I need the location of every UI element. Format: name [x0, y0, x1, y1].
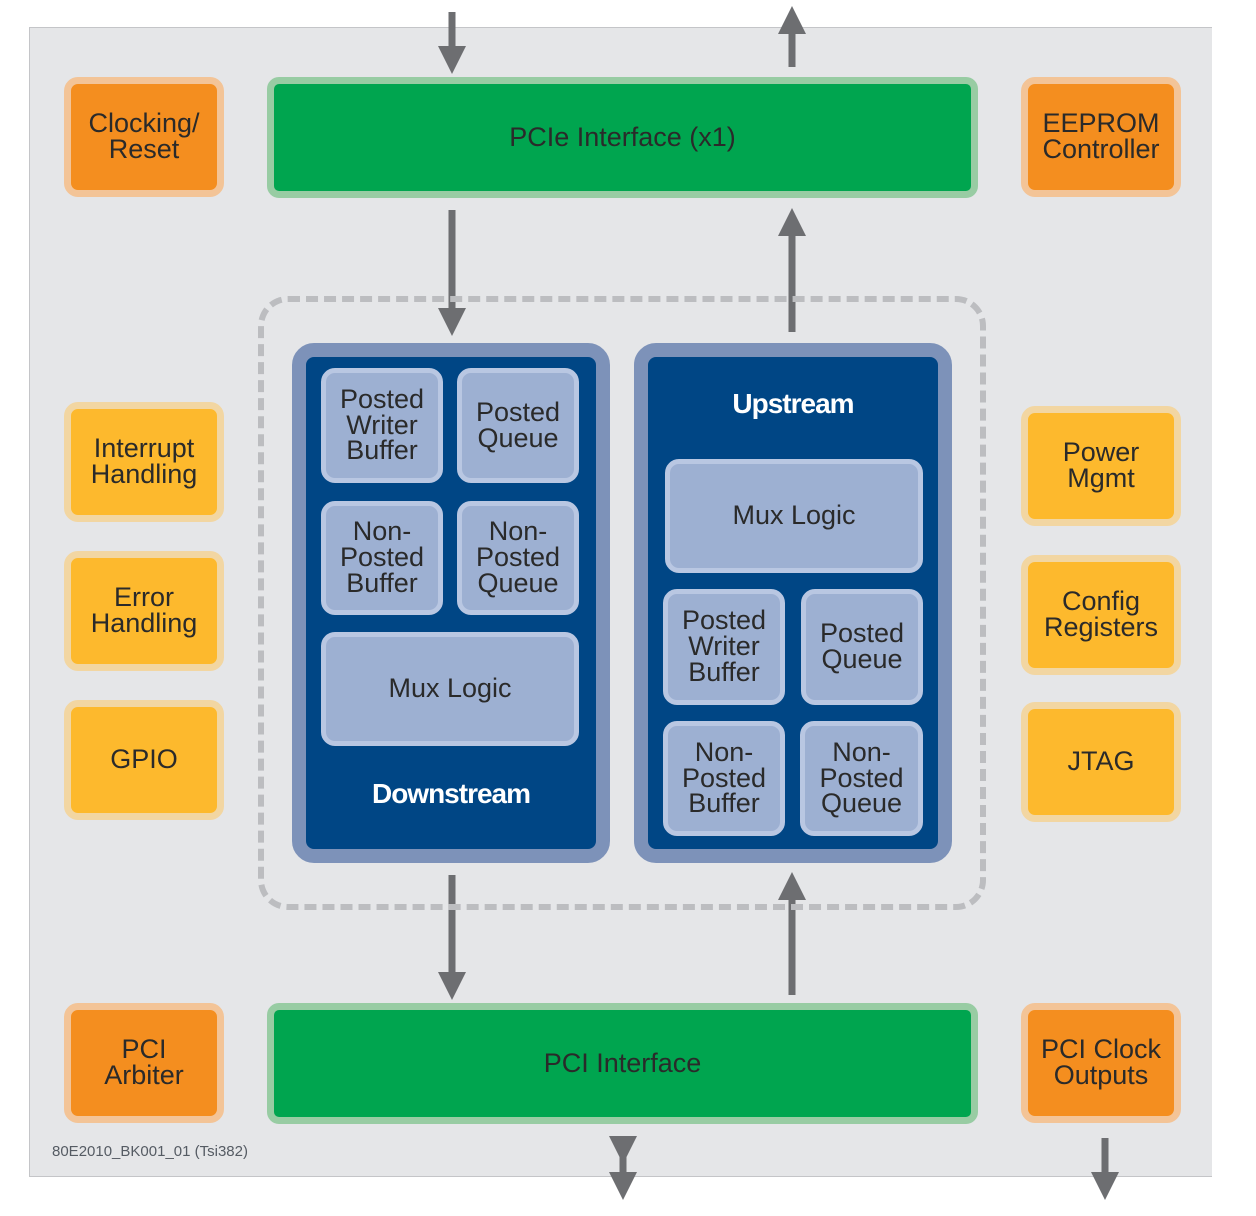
downstream-posted-queue-label: Posted Queue	[475, 396, 561, 453]
upstream-non-posted-queue: Non- Posted Queue	[800, 721, 923, 836]
pci-arbiter-label: PCI Arbiter	[104, 1034, 184, 1090]
pci-clock-outputs-label: PCI Clock Outputs	[1040, 1034, 1162, 1090]
pcie-interface-block: PCIe Interface (x1)	[267, 77, 978, 198]
upstream-posted-queue: Posted Queue	[801, 589, 923, 705]
upstream-non-posted-buffer: Non- Posted Buffer	[663, 721, 785, 836]
upstream-posted-writer-buffer: Posted Writer Buffer	[663, 589, 785, 705]
downstream-posted-writer-buffer: Posted Writer Buffer	[321, 368, 443, 483]
upstream-title: Upstream	[732, 388, 854, 419]
downstream-non-posted-queue: Non- Posted Queue	[457, 501, 579, 615]
downstream-title: Downstream	[371, 778, 531, 809]
error-handling-block: Error Handling	[64, 551, 224, 671]
clocking-reset-label: Clocking/ Reset	[88, 108, 200, 164]
interrupt-handling-block: Interrupt Handling	[64, 402, 224, 522]
eeprom-controller-label: EEPROM Controller	[1042, 108, 1160, 164]
config-registers-label: Config Registers	[1043, 586, 1159, 642]
gpio-label: GPIO	[110, 744, 178, 775]
power-mgmt-label: Power Mgmt	[1062, 437, 1140, 493]
downstream-posted-queue: Posted Queue	[457, 368, 579, 483]
interrupt-handling-label: Interrupt Handling	[90, 433, 198, 489]
clocking-reset-block: Clocking/ Reset	[64, 77, 224, 197]
pci-arbiter-block: PCI Arbiter	[64, 1003, 224, 1123]
config-registers-block: Config Registers	[1021, 555, 1181, 675]
downstream-non-posted-buffer: Non- Posted Buffer	[321, 501, 443, 615]
upstream-mux-logic-label: Mux Logic	[732, 500, 856, 531]
upstream-non-posted-buffer-label: Non- Posted Buffer	[681, 736, 767, 819]
pci-clock-outputs-block: PCI Clock Outputs	[1021, 1003, 1181, 1123]
upstream-posted-writer-buffer-label: Posted Writer Buffer	[681, 605, 767, 687]
downstream-posted-writer-buffer-label: Posted Writer Buffer	[339, 383, 425, 466]
downstream-non-posted-queue-label: Non- Posted Queue	[475, 516, 561, 598]
gpio-block: GPIO	[64, 700, 224, 820]
error-handling-label: Error Handling	[90, 582, 198, 638]
jtag-label: JTAG	[1067, 746, 1135, 777]
figure-id-caption: 80E2010_BK001_01 (Tsi382)	[52, 1143, 248, 1160]
eeprom-controller-block: EEPROM Controller	[1021, 77, 1181, 197]
downstream-mux-logic-label: Mux Logic	[388, 673, 512, 704]
pci-interface-block: PCI Interface	[267, 1003, 978, 1124]
power-mgmt-block: Power Mgmt	[1021, 406, 1181, 526]
upstream-posted-queue-label: Posted Queue	[819, 618, 905, 674]
bridge-core-boundary	[258, 296, 986, 910]
downstream-mux-logic: Mux Logic	[321, 632, 579, 746]
jtag-block: JTAG	[1021, 702, 1181, 822]
downstream-non-posted-buffer-label: Non- Posted Buffer	[339, 516, 425, 598]
upstream-mux-logic: Mux Logic	[665, 459, 923, 573]
pcie-interface-label: PCIe Interface (x1)	[509, 121, 736, 152]
chip-boundary	[29, 27, 1212, 1177]
pci-interface-label: PCI Interface	[543, 1047, 702, 1078]
upstream-non-posted-queue-label: Non- Posted Queue	[819, 736, 904, 819]
